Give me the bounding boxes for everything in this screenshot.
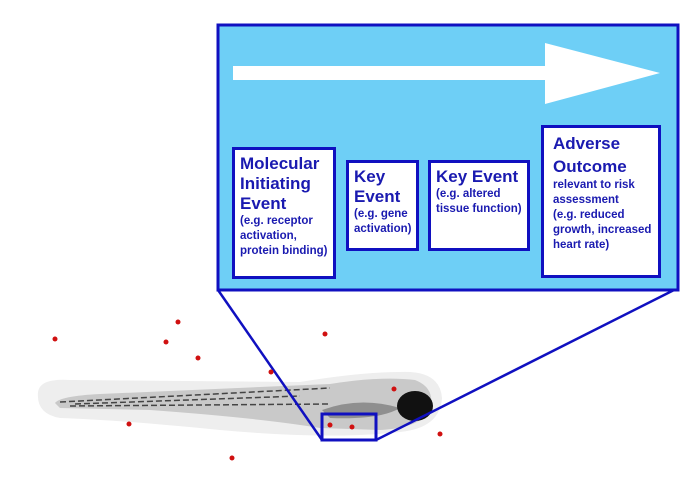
box-subtitle: relevant to risk assessment: [553, 179, 635, 206]
box-detail: (e.g. reduced growth, increased heart ra…: [553, 209, 652, 251]
fish-eye: [397, 391, 433, 421]
box-title: Key Event: [436, 167, 519, 186]
box-detail: (e.g. altered tissue function): [436, 188, 522, 215]
box-title: Key Event: [354, 167, 401, 206]
key-event-1-box: Key Event (e.g. gene activation): [346, 160, 419, 251]
zebrafish-larva: [37, 371, 442, 436]
red-dots: [52, 319, 443, 461]
box-title: Adverse Outcome: [553, 134, 627, 176]
zoom-region-box: [320, 412, 378, 442]
zoom-connector-left: [216, 289, 324, 441]
zoom-connector-right: [375, 286, 679, 442]
white-right-arrow-icon: [233, 43, 660, 104]
box-title: Molecular Initiating Event: [240, 154, 320, 213]
box-detail: (e.g. receptor activation, protein bindi…: [240, 215, 328, 257]
adverse-outcome-box: Adverse Outcome relevant to risk assessm…: [541, 125, 661, 278]
molecular-initiating-event-box: Molecular Initiating Event (e.g. recepto…: [232, 147, 336, 279]
key-event-2-box: Key Event (e.g. altered tissue function): [428, 160, 530, 251]
box-detail: (e.g. gene activation): [354, 208, 412, 235]
